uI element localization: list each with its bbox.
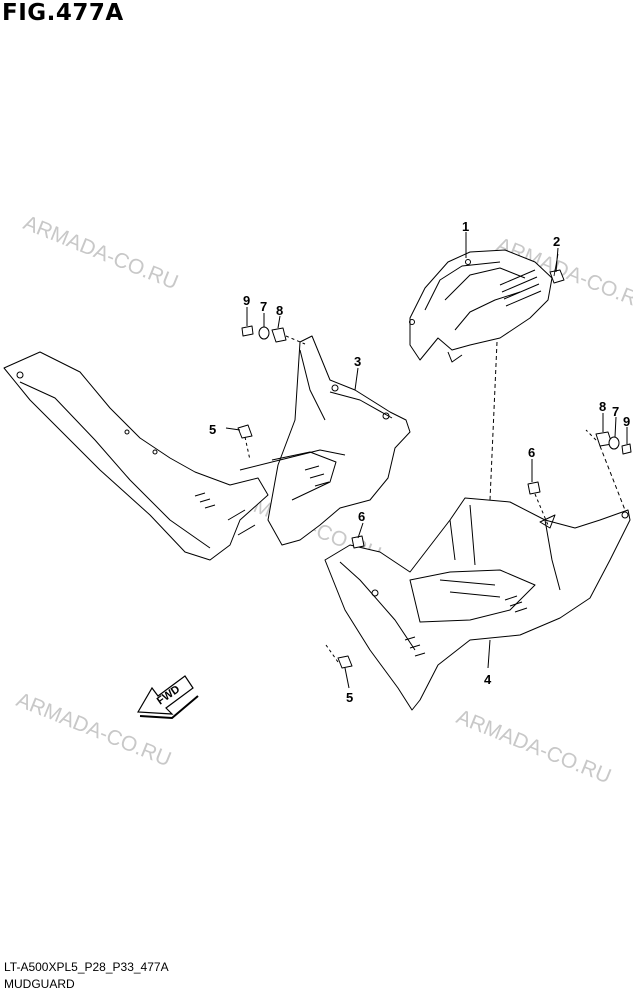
callout-2: 2 <box>553 234 560 249</box>
figure-title: FIG.477A <box>2 0 124 26</box>
assembly-line <box>489 341 498 501</box>
callout-5b: 5 <box>346 690 353 705</box>
watermark: ARMADA-CO.RU <box>20 211 181 294</box>
callout-1: 1 <box>462 219 469 234</box>
part-5-bolt <box>237 424 253 461</box>
callout-7: 7 <box>260 299 267 314</box>
section-name: MUDGUARD <box>4 977 75 991</box>
fwd-direction-arrow: FWD <box>136 675 199 720</box>
diagram-code: LT-A500XPL5_P28_P33_477A <box>4 960 169 974</box>
callout-6: 6 <box>528 445 535 460</box>
part-3-rear-section <box>3 351 269 561</box>
assembly-line <box>599 445 626 511</box>
callout-8b: 8 <box>599 399 606 414</box>
callout-4: 4 <box>484 672 492 687</box>
part-1-front-mudguard <box>409 249 553 363</box>
callout-9b: 9 <box>623 414 630 429</box>
watermark: ARMADA-CO.RU <box>453 705 614 788</box>
callout-3: 3 <box>354 354 361 369</box>
callout-7b: 7 <box>612 404 619 419</box>
part-3-left-footrest <box>239 335 411 546</box>
part-5-bolt <box>325 644 353 669</box>
parts-fastener-cluster-left <box>241 325 306 345</box>
part-4-right-footrest <box>324 497 631 711</box>
callout-6b: 6 <box>358 509 365 524</box>
callout-9: 9 <box>243 293 250 308</box>
parts-fastener-cluster-right <box>585 429 632 455</box>
callout-5: 5 <box>209 422 216 437</box>
part-6-nut <box>527 481 549 526</box>
callout-8: 8 <box>276 303 283 318</box>
